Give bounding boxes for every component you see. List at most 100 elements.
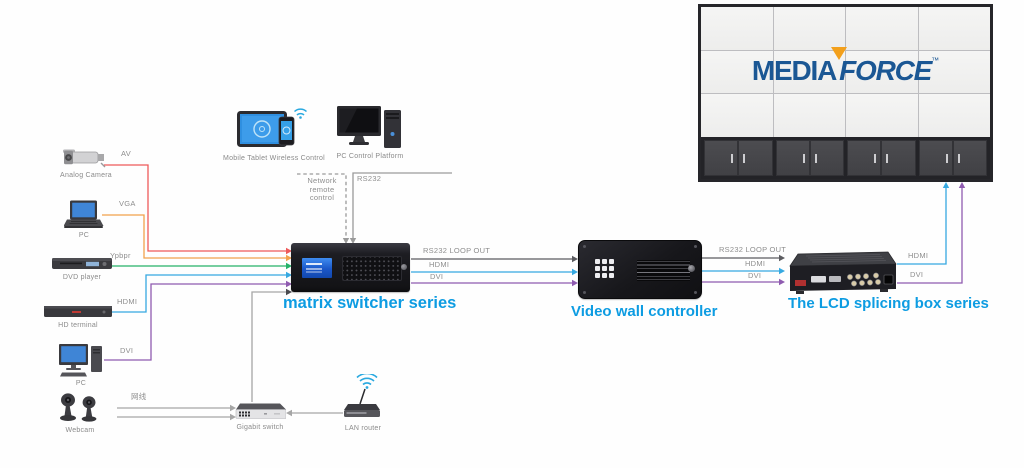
matrix-lcd-screen — [302, 258, 332, 278]
cabinet-handle — [874, 153, 877, 163]
wire-label: HDMI — [745, 259, 766, 268]
cabinet-door — [918, 140, 953, 176]
matrix-switcher-heading: matrix switcher series — [283, 294, 457, 312]
router-to-switch-wire-arrow — [286, 409, 292, 417]
controller-label-strip — [634, 258, 693, 283]
hdmi-in-wire — [111, 274, 286, 313]
rs232-loop-wire-1-arrow — [572, 255, 578, 263]
wire-label: Ypbpr — [110, 251, 131, 260]
cabinet-section — [775, 140, 844, 176]
cabinet-section — [918, 140, 987, 176]
wire-label: HDMI — [908, 251, 929, 260]
video-wall-controller-heading: Video wall controller — [571, 303, 718, 320]
cabinet-handle — [945, 153, 948, 163]
cabinet-handle — [957, 153, 960, 163]
hd-terminal: HD terminal — [42, 303, 114, 329]
cabinet-handle — [743, 153, 746, 163]
wire-label: DVI — [910, 270, 924, 279]
laptop-pc: PC — [60, 200, 108, 239]
tablet-control-label: Mobile Tablet Wireless Control — [223, 155, 325, 162]
gigabit-switch-label: Gigabit switch — [236, 424, 284, 431]
dvi-to-wall-wire-arrow — [958, 182, 966, 188]
matrix-port-grid — [342, 256, 402, 281]
lan-router: LAN router — [340, 374, 386, 432]
wall-screen-cell — [773, 94, 845, 137]
laptop-pc-label: PC — [78, 232, 90, 239]
cabinet-handle — [731, 153, 734, 163]
hdmi-to-wall-wire-arrow — [942, 182, 950, 188]
mediaforce-logo: MEDIA FORCE ™ — [751, 47, 940, 86]
matrix-power-knob — [401, 264, 407, 270]
lan-router-label: LAN router — [344, 425, 382, 432]
webcam-wire-2-arrow — [230, 413, 236, 421]
wire-label: RS232 LOOP OUT — [719, 245, 787, 254]
cabinet-door — [775, 140, 810, 176]
pc-control-platform: PC Control Platform — [332, 104, 408, 160]
controller-keypad — [595, 259, 614, 278]
logo-media-text: MEDIA — [751, 55, 837, 86]
wall-screen-cell — [701, 7, 773, 50]
cabinet-handle — [802, 153, 805, 163]
rs232-control-wire-arrow — [349, 238, 357, 244]
cabinet-door — [809, 140, 844, 176]
hdmi-to-wall-wire — [897, 188, 947, 265]
network-remote-wire — [297, 173, 347, 238]
wall-screen-cell — [918, 7, 990, 50]
cabinet-handle — [886, 153, 889, 163]
cabinet-handle — [814, 153, 817, 163]
wire-label: DVI — [430, 272, 444, 281]
rs232-loop-wire-2-arrow — [779, 254, 785, 262]
laptop-icon — [64, 200, 104, 228]
cabinet-section — [847, 140, 916, 176]
hd-terminal-icon — [44, 306, 112, 317]
cabinet-door — [847, 140, 882, 176]
webcam-icon — [60, 393, 97, 422]
video-wall-controller-box — [578, 240, 702, 299]
matrix-switcher-box — [291, 243, 410, 292]
hdmi-wire-2-arrow — [779, 267, 785, 275]
hd-terminal-label: HD terminal — [58, 322, 98, 329]
hdmi-wire-1-arrow — [572, 268, 578, 276]
screw-icon — [694, 245, 697, 248]
cabinet-door — [952, 140, 987, 176]
dvi-in-wire — [104, 283, 286, 361]
cabinet-section — [704, 140, 773, 176]
screw-icon — [583, 291, 586, 294]
video-wall-cabinets — [701, 137, 990, 179]
logo-triangle-icon — [831, 47, 848, 60]
lcd-splicing-box — [784, 250, 900, 303]
wall-screen-cell — [846, 94, 918, 137]
desktop-pc-label: PC — [75, 380, 87, 387]
lcd-splicing-box-icon — [789, 251, 897, 294]
logo-force-text: FORCE — [839, 55, 932, 86]
wall-screen-cell — [918, 50, 990, 94]
wire-label: DVI — [120, 346, 134, 355]
wire-label: HDMI — [117, 297, 138, 306]
desktop-pc: PC — [58, 344, 104, 387]
wall-screen-cell — [701, 50, 773, 94]
wire-label: DVI — [748, 271, 762, 280]
network-remote-wire-arrow — [342, 238, 350, 244]
dvi-in-wire-arrow — [286, 280, 292, 288]
hdmi-in-wire-arrow — [286, 271, 292, 279]
gigabit-switch-icon — [235, 403, 286, 419]
switch-to-matrix-wire — [251, 291, 286, 402]
screw-icon — [583, 245, 586, 248]
video-wall: MEDIA FORCE ™ — [698, 4, 993, 182]
cabinet-door — [738, 140, 773, 176]
pc-control-platform-label: PC Control Platform — [336, 153, 404, 160]
vga-wire-arrow — [286, 254, 292, 262]
webcam: Webcam — [54, 392, 106, 434]
dvi-wire-1-arrow — [572, 279, 578, 287]
analog-camera-icon — [63, 149, 106, 168]
wire-label: HDMI — [429, 260, 450, 269]
logo-trademark: ™ — [931, 56, 940, 65]
dvi-wire-2-arrow — [779, 278, 785, 286]
cabinet-door — [881, 140, 916, 176]
lan-router-icon — [344, 374, 380, 417]
webcam-label: Webcam — [65, 427, 95, 434]
analog-camera-label: Analog Camera — [60, 172, 112, 179]
rs232-control-wire — [352, 172, 452, 238]
